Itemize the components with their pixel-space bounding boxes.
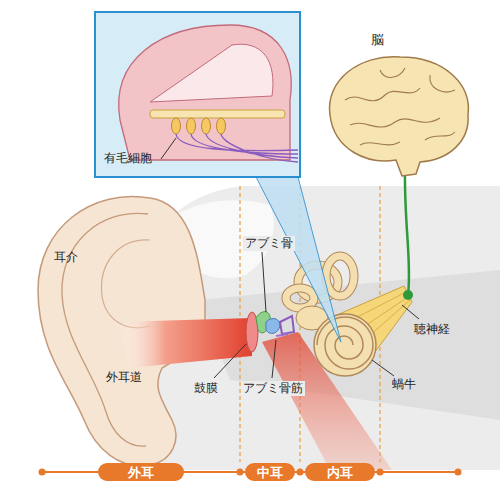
stapedius xyxy=(276,334,288,336)
hair-cells xyxy=(172,118,226,134)
leader-line xyxy=(272,340,276,378)
nerve-pathway xyxy=(405,168,409,295)
region-name: 外耳 xyxy=(128,466,154,479)
leader-line xyxy=(262,252,266,312)
region-pill: 中耳 xyxy=(245,463,295,481)
stapes xyxy=(280,316,294,334)
region-name: 中耳 xyxy=(257,466,283,479)
axis-dot xyxy=(297,469,304,476)
antihelix-line xyxy=(102,240,150,328)
hair-cell xyxy=(217,118,226,134)
cochlea-spiral xyxy=(317,317,373,369)
axis-dot xyxy=(377,469,384,476)
region-pill: 外耳 xyxy=(98,463,184,481)
ear-canal xyxy=(118,318,252,368)
leader-line xyxy=(372,360,394,376)
canal xyxy=(286,288,314,308)
brain xyxy=(330,57,469,176)
part-label: アブミ骨 xyxy=(243,236,295,251)
basilar-membrane xyxy=(150,110,285,118)
axis-dot xyxy=(455,469,462,476)
scala-media xyxy=(150,44,273,102)
brain-gyri xyxy=(345,68,455,145)
leader-line xyxy=(214,344,246,378)
callout-wedge xyxy=(256,177,341,342)
incus xyxy=(266,319,280,334)
part-label: 蝸牛 xyxy=(392,377,416,392)
hair-cell xyxy=(187,118,196,134)
canal-outline xyxy=(286,288,314,308)
region-name: 内耳 xyxy=(327,466,353,479)
canal-outline xyxy=(326,256,354,296)
hair-cell xyxy=(172,118,181,134)
region-pill: 内耳 xyxy=(305,463,375,481)
hair-cell xyxy=(202,118,211,134)
leader-lines xyxy=(161,138,419,378)
part-label: 鼓膜 xyxy=(194,381,218,396)
part-label: 聴神経 xyxy=(414,322,450,337)
inset-box xyxy=(95,12,300,177)
axis-dot xyxy=(39,469,46,476)
canal xyxy=(326,256,354,296)
part-label: 脳 xyxy=(371,32,384,48)
part-label: アブミ骨筋 xyxy=(241,381,305,396)
cochlear-duct xyxy=(119,25,291,160)
part-label: 外耳道 xyxy=(106,370,142,385)
part-label: 耳介 xyxy=(54,250,78,265)
nerve-fibres xyxy=(176,134,298,162)
axis-dot xyxy=(237,469,244,476)
nerve-dot xyxy=(403,290,413,300)
leader-line xyxy=(402,305,419,319)
leader-line xyxy=(161,138,176,159)
cochlea xyxy=(314,314,376,376)
part-label: 有毛細胞 xyxy=(104,151,152,166)
